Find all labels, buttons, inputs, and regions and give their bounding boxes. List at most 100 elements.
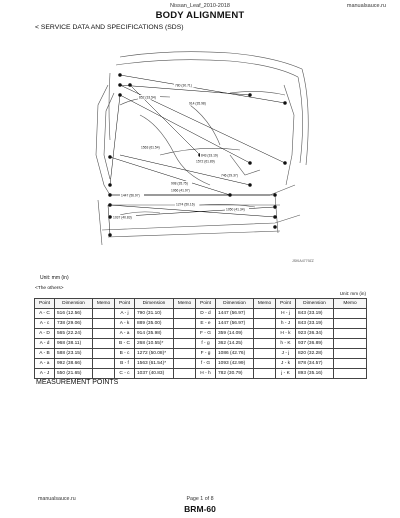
header-model: Nissan_Leaf_2010-2018 xyxy=(170,3,230,9)
section-heading: MEASUREMENT POINTS xyxy=(36,379,119,386)
footer-site[interactable]: manualsauce.ru xyxy=(38,496,76,502)
table-cell xyxy=(333,318,367,329)
table-cell xyxy=(253,358,276,369)
others-note: <The others> xyxy=(35,286,64,291)
table-cell: B - c xyxy=(114,348,135,359)
table-row: A - a 992 (38.66) B - f 1563 (61.54)* f … xyxy=(34,358,367,369)
col-header: Point xyxy=(195,298,216,309)
dim-label: 843 (33.19) xyxy=(201,154,218,158)
dim-label: 1050 (41.34) xyxy=(226,208,245,212)
body-frame-diagram: 780 (30.71) 852 (33.54) 914 (35.98) 843 … xyxy=(80,45,320,261)
table-cell: B - f xyxy=(114,358,135,369)
table-row: A - C 516 (12.56) A - j 790 (31.10) D - … xyxy=(34,308,367,319)
col-header: Point xyxy=(34,298,55,309)
table-cell xyxy=(333,358,367,369)
col-header: Dimension xyxy=(295,298,334,309)
table-cell: 362 (14.25) xyxy=(215,338,254,349)
table-row: A - J 550 (21.65) C - c 1037 (40.83) H -… xyxy=(34,368,367,379)
table-cell: 923 (36.34) xyxy=(295,328,334,339)
table-cell xyxy=(253,308,276,319)
table-cell: E - e xyxy=(195,318,216,329)
table-cell: 1093 (42.99) xyxy=(215,358,254,369)
table-cell xyxy=(173,318,196,329)
table-row: A - d 968 (38.11) B - C 268 (10.55)* f -… xyxy=(34,338,367,349)
table-cell: 550 (21.65) xyxy=(54,368,93,379)
table-header-row: Point Dimension Memo Point Dimension Mem… xyxy=(34,298,367,309)
table-cell: 1086 (42.76) xyxy=(215,348,254,359)
col-header: Point xyxy=(114,298,135,309)
dim-label: 852 (33.54) xyxy=(139,96,156,100)
table-cell xyxy=(253,348,276,359)
table-row: A - D 565 (22.24) A - a 914 (35.98) F - … xyxy=(34,328,367,339)
col-header: Dimension xyxy=(54,298,93,309)
table-cell: H - k xyxy=(275,328,296,339)
table-cell xyxy=(173,338,196,349)
page-title: BODY ALIGNMENT xyxy=(155,10,245,21)
table-cell xyxy=(92,328,115,339)
table-row: A - B 588 (23.15) B - c 1272 (50.08)* F … xyxy=(34,348,367,359)
table-cell: A - j xyxy=(114,308,135,319)
table-cell: 1447 (56.97) xyxy=(215,318,254,329)
table-cell xyxy=(173,348,196,359)
table-cell: 992 (38.66) xyxy=(54,358,93,369)
table-cell xyxy=(173,308,196,319)
table-cell xyxy=(92,368,115,379)
table-cell: 843 (33.19) xyxy=(295,318,334,329)
table-cell xyxy=(92,348,115,359)
table-cell: 878 (34.57) xyxy=(295,358,334,369)
col-header: Dimension xyxy=(215,298,254,309)
table-cell: 359 (14.09) xyxy=(215,328,254,339)
dim-label: 1563 (61.54) xyxy=(141,146,160,150)
table-cell xyxy=(253,338,276,349)
dim-label: 1572 (61.89) xyxy=(196,160,215,164)
table-cell: A - a xyxy=(34,358,55,369)
table-cell xyxy=(333,348,367,359)
table-cell xyxy=(333,308,367,319)
table-cell: 268 (10.55)* xyxy=(134,338,174,349)
dim-label: 746 (29.37) xyxy=(221,174,238,178)
table-cell: 968 (38.11) xyxy=(54,338,93,349)
table-cell: A - k xyxy=(114,318,135,329)
col-header: Memo xyxy=(92,298,115,309)
table-cell xyxy=(92,338,115,349)
table-cell: 1272 (50.08)* xyxy=(134,348,174,359)
col-header: Memo xyxy=(333,298,367,309)
col-header: Point xyxy=(275,298,296,309)
table-cell: F - g xyxy=(195,348,216,359)
page-code: BRM-60 xyxy=(184,504,216,514)
table-cell: J - k xyxy=(275,358,296,369)
figure-id: JSKIA4779ZZ xyxy=(292,259,314,263)
dim-label: 1274 (50.16) xyxy=(176,203,195,207)
table-cell: 516 (12.56) xyxy=(54,308,93,319)
table-cell: D - d xyxy=(195,308,216,319)
table-cell xyxy=(173,368,196,379)
table-cell xyxy=(333,338,367,349)
table-unit: Unit: mm (in) xyxy=(339,291,366,296)
col-header: Memo xyxy=(173,298,196,309)
table-cell xyxy=(333,368,367,379)
table-cell: H - h xyxy=(195,368,216,379)
table-cell: 914 (35.98) xyxy=(134,328,174,339)
table-cell: J - j xyxy=(275,348,296,359)
table-cell: A - a xyxy=(114,328,135,339)
table-cell: 565 (22.24) xyxy=(54,328,93,339)
table-cell: A - c xyxy=(34,318,55,329)
table-cell: B - C xyxy=(114,338,135,349)
dim-label: 908 (35.75) xyxy=(171,182,188,186)
header-site[interactable]: manualsauce.ru xyxy=(346,3,386,9)
table-cell xyxy=(92,318,115,329)
table-cell: C - c xyxy=(114,368,135,379)
table-cell: 820 (32.28) xyxy=(295,348,334,359)
table-cell: 738 (29.06) xyxy=(54,318,93,329)
page-number: Page 1 of 8 xyxy=(186,496,214,502)
table-cell xyxy=(173,358,196,369)
breadcrumb[interactable]: < SERVICE DATA AND SPECIFICATIONS (SDS) xyxy=(35,24,184,31)
table-cell: j - K xyxy=(275,368,296,379)
sds-table: Point Dimension Memo Point Dimension Mem… xyxy=(34,298,367,379)
table-cell: F - G xyxy=(195,328,216,339)
dim-label: 1447 (56.97) xyxy=(121,194,140,198)
frame-drawing: 780 (30.71) 852 (33.54) 914 (35.98) 843 … xyxy=(95,51,309,246)
table-cell xyxy=(173,328,196,339)
table-cell: 790 (31.10) xyxy=(134,308,174,319)
table-cell: 588 (23.15) xyxy=(54,348,93,359)
